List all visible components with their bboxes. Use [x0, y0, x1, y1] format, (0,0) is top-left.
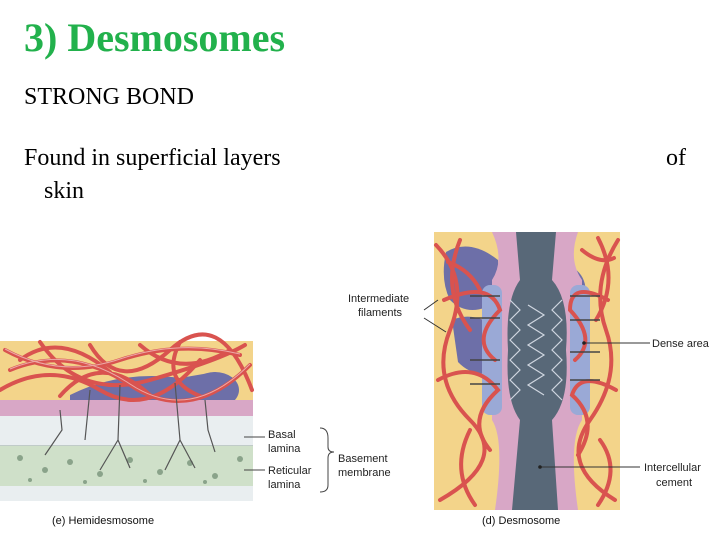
label-intercellular-2: cement	[656, 477, 692, 489]
label-basement-1: Basement	[338, 453, 388, 465]
slide-subtitle: STRONG BOND	[24, 84, 195, 110]
body-text-line-1-end: of	[666, 145, 686, 171]
label-reticular-1: Reticular	[268, 465, 312, 477]
desmosome-illustration: Intermediate filaments Dense area Interc…	[348, 232, 710, 527]
body-text-line-1: Found in superficial layers	[24, 145, 281, 171]
label-basal-1: Basal	[268, 429, 296, 441]
label-basement-2: membrane	[338, 467, 391, 479]
label-dense-area: Dense area	[652, 338, 710, 350]
hemidesmosome-illustration: Basal lamina Reticular lamina Basement m…	[0, 332, 391, 527]
label-intermediate-1: Intermediate	[348, 293, 409, 305]
label-basal-2: lamina	[268, 443, 301, 455]
label-intercellular-1: Intercellular	[644, 462, 701, 474]
label-intermediate-2: filaments	[358, 307, 403, 319]
caption-hemidesmosome: (e) Hemidesmosome	[52, 515, 154, 527]
slide-title: 3) Desmosomes	[24, 15, 286, 60]
caption-desmosome: (d) Desmosome	[482, 515, 560, 527]
body-text-line-2: skin	[44, 178, 85, 204]
label-reticular-2: lamina	[268, 479, 301, 491]
